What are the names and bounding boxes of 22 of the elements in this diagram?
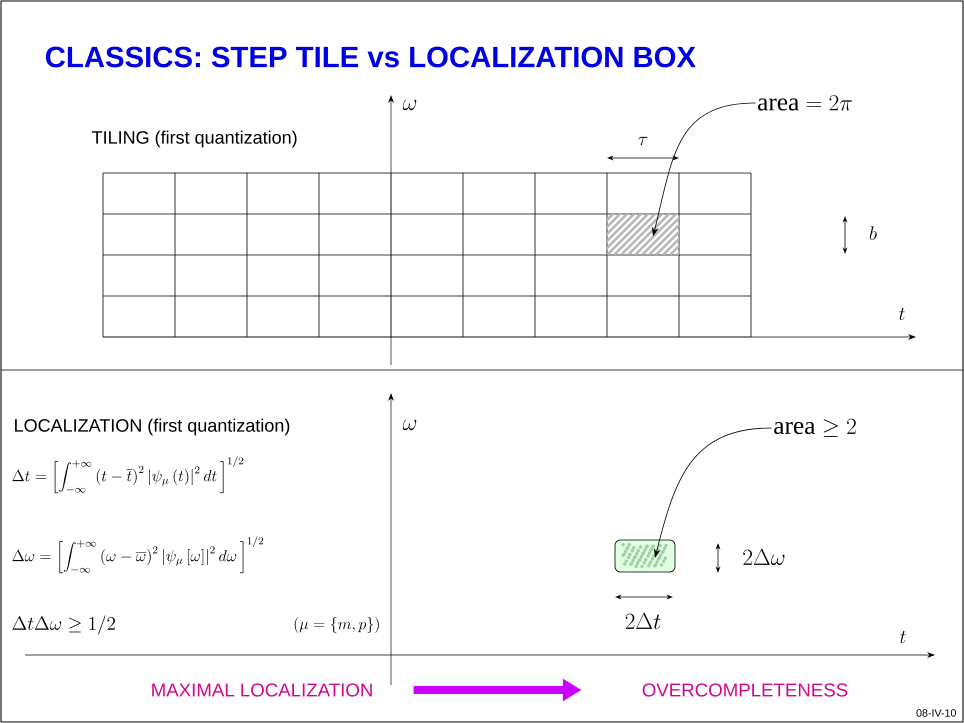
axis-label: $\omega$	[402, 100, 416, 110]
slide-number: 08-IV-10	[916, 709, 956, 717]
result-label: MAXIMAL LOCALIZATION	[152, 683, 372, 697]
axis-label: $t$	[899, 308, 905, 320]
localization-box	[614, 540, 676, 572]
area-label: $\mathrm{area} = 2\pi$	[758, 95, 852, 111]
dimension-label: $\tau$	[638, 136, 648, 146]
axis-label: $\omega$	[402, 420, 416, 430]
formula: $(\mu=\{m,p\})$	[294, 617, 379, 633]
title: CLASSICS: STEP TILE vs LOCALIZATION BOX	[46, 46, 696, 68]
dimension-label: $2\Delta\omega$	[743, 548, 784, 566]
panel-heading: TILING (first quantization)	[92, 130, 297, 148]
formula: $\Delta t\Delta\omega\geq 1/2$	[12, 615, 115, 635]
result-label: OVERCOMPLETENESS	[642, 683, 848, 697]
dimension-label: $2\Delta t$	[626, 612, 661, 630]
formula: $\Delta t=\left[\int_{-\infty}^{+\infty}\left(t-\overline{t}\right)^{2}\left|\psi_{\mu}\left(t\right)\right|^{2}dt\,\right]^{1/2}$	[12, 456, 244, 494]
area-label: $\mathrm{area} \geq 2$	[774, 418, 856, 437]
formula: $\Delta\omega=\left[\int_{-\infty}^{+\infty}\left(\omega-\overline{\omega}\right)^{2}\left|\psi_{\mu}\left[\omega\right]\right|^{2}d\omega\,\right]^{1/2}$	[12, 536, 264, 574]
panel-heading: LOCALIZATION (first quantization)	[15, 418, 290, 436]
hatched-tile	[607, 214, 679, 255]
dimension-label: $b$	[870, 226, 877, 240]
axis-label: $t$	[900, 630, 906, 644]
